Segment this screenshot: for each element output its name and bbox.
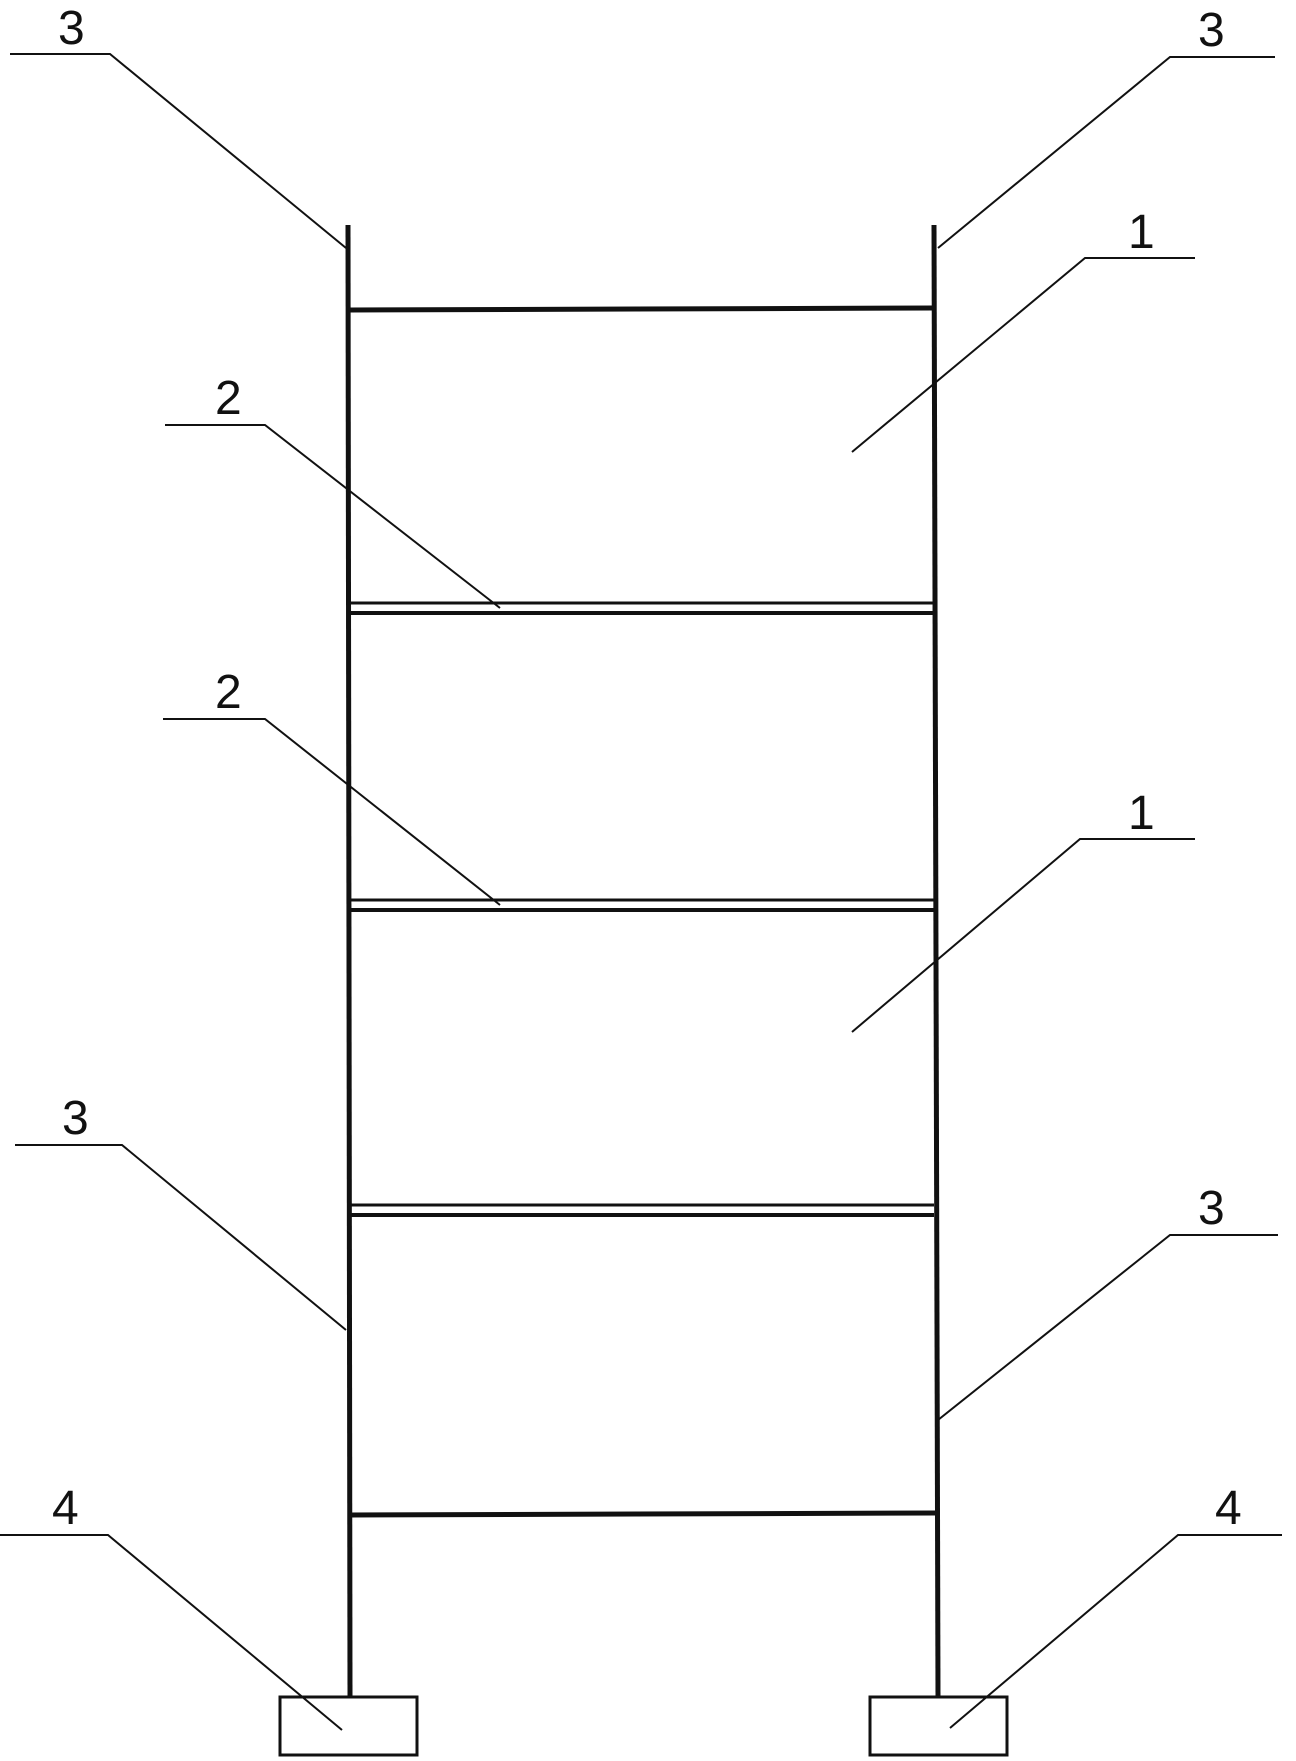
leader-frame-top-left [10,53,347,249]
crossbar-bottom [349,1510,937,1518]
crossbar-double-2 [350,898,934,912]
leader-connector-middle [163,718,501,906]
crossbar-top [349,305,935,313]
leader-frame-bottom-right [937,1234,1278,1421]
label-frame-top-left: 3 [58,2,85,55]
label-connector-middle: 2 [215,666,242,719]
structure [278,224,1009,1757]
crossbar-double-3 [350,1203,934,1217]
leader-foot-left [0,1534,343,1731]
label-frame-bottom-right: 3 [1198,1182,1225,1235]
leader-frame-bottom-left [15,1144,347,1331]
label-foot-right: 4 [1215,1482,1242,1535]
leader-foot-right [949,1534,1282,1729]
label-panel-upper: 1 [1128,206,1155,259]
right-foot [868,1695,1009,1757]
leader-panel-upper [851,257,1195,453]
label-connector-upper: 2 [215,372,242,425]
label-frame-top-right: 3 [1198,4,1225,57]
label-frame-bottom-left: 3 [62,1092,89,1145]
label-panel-lower: 1 [1128,787,1155,840]
left-rail [345,224,353,1697]
reference-labels: 3 3 1 2 2 1 3 3 4 4 [52,2,1242,1535]
crossbar-double-1 [350,601,934,615]
leader-panel-lower [851,838,1195,1033]
left-foot [278,1695,419,1757]
leader-frame-top-right [937,56,1275,249]
leader-connector-upper [165,424,501,609]
label-foot-left: 4 [52,1482,79,1535]
leader-lines [0,53,1282,1731]
